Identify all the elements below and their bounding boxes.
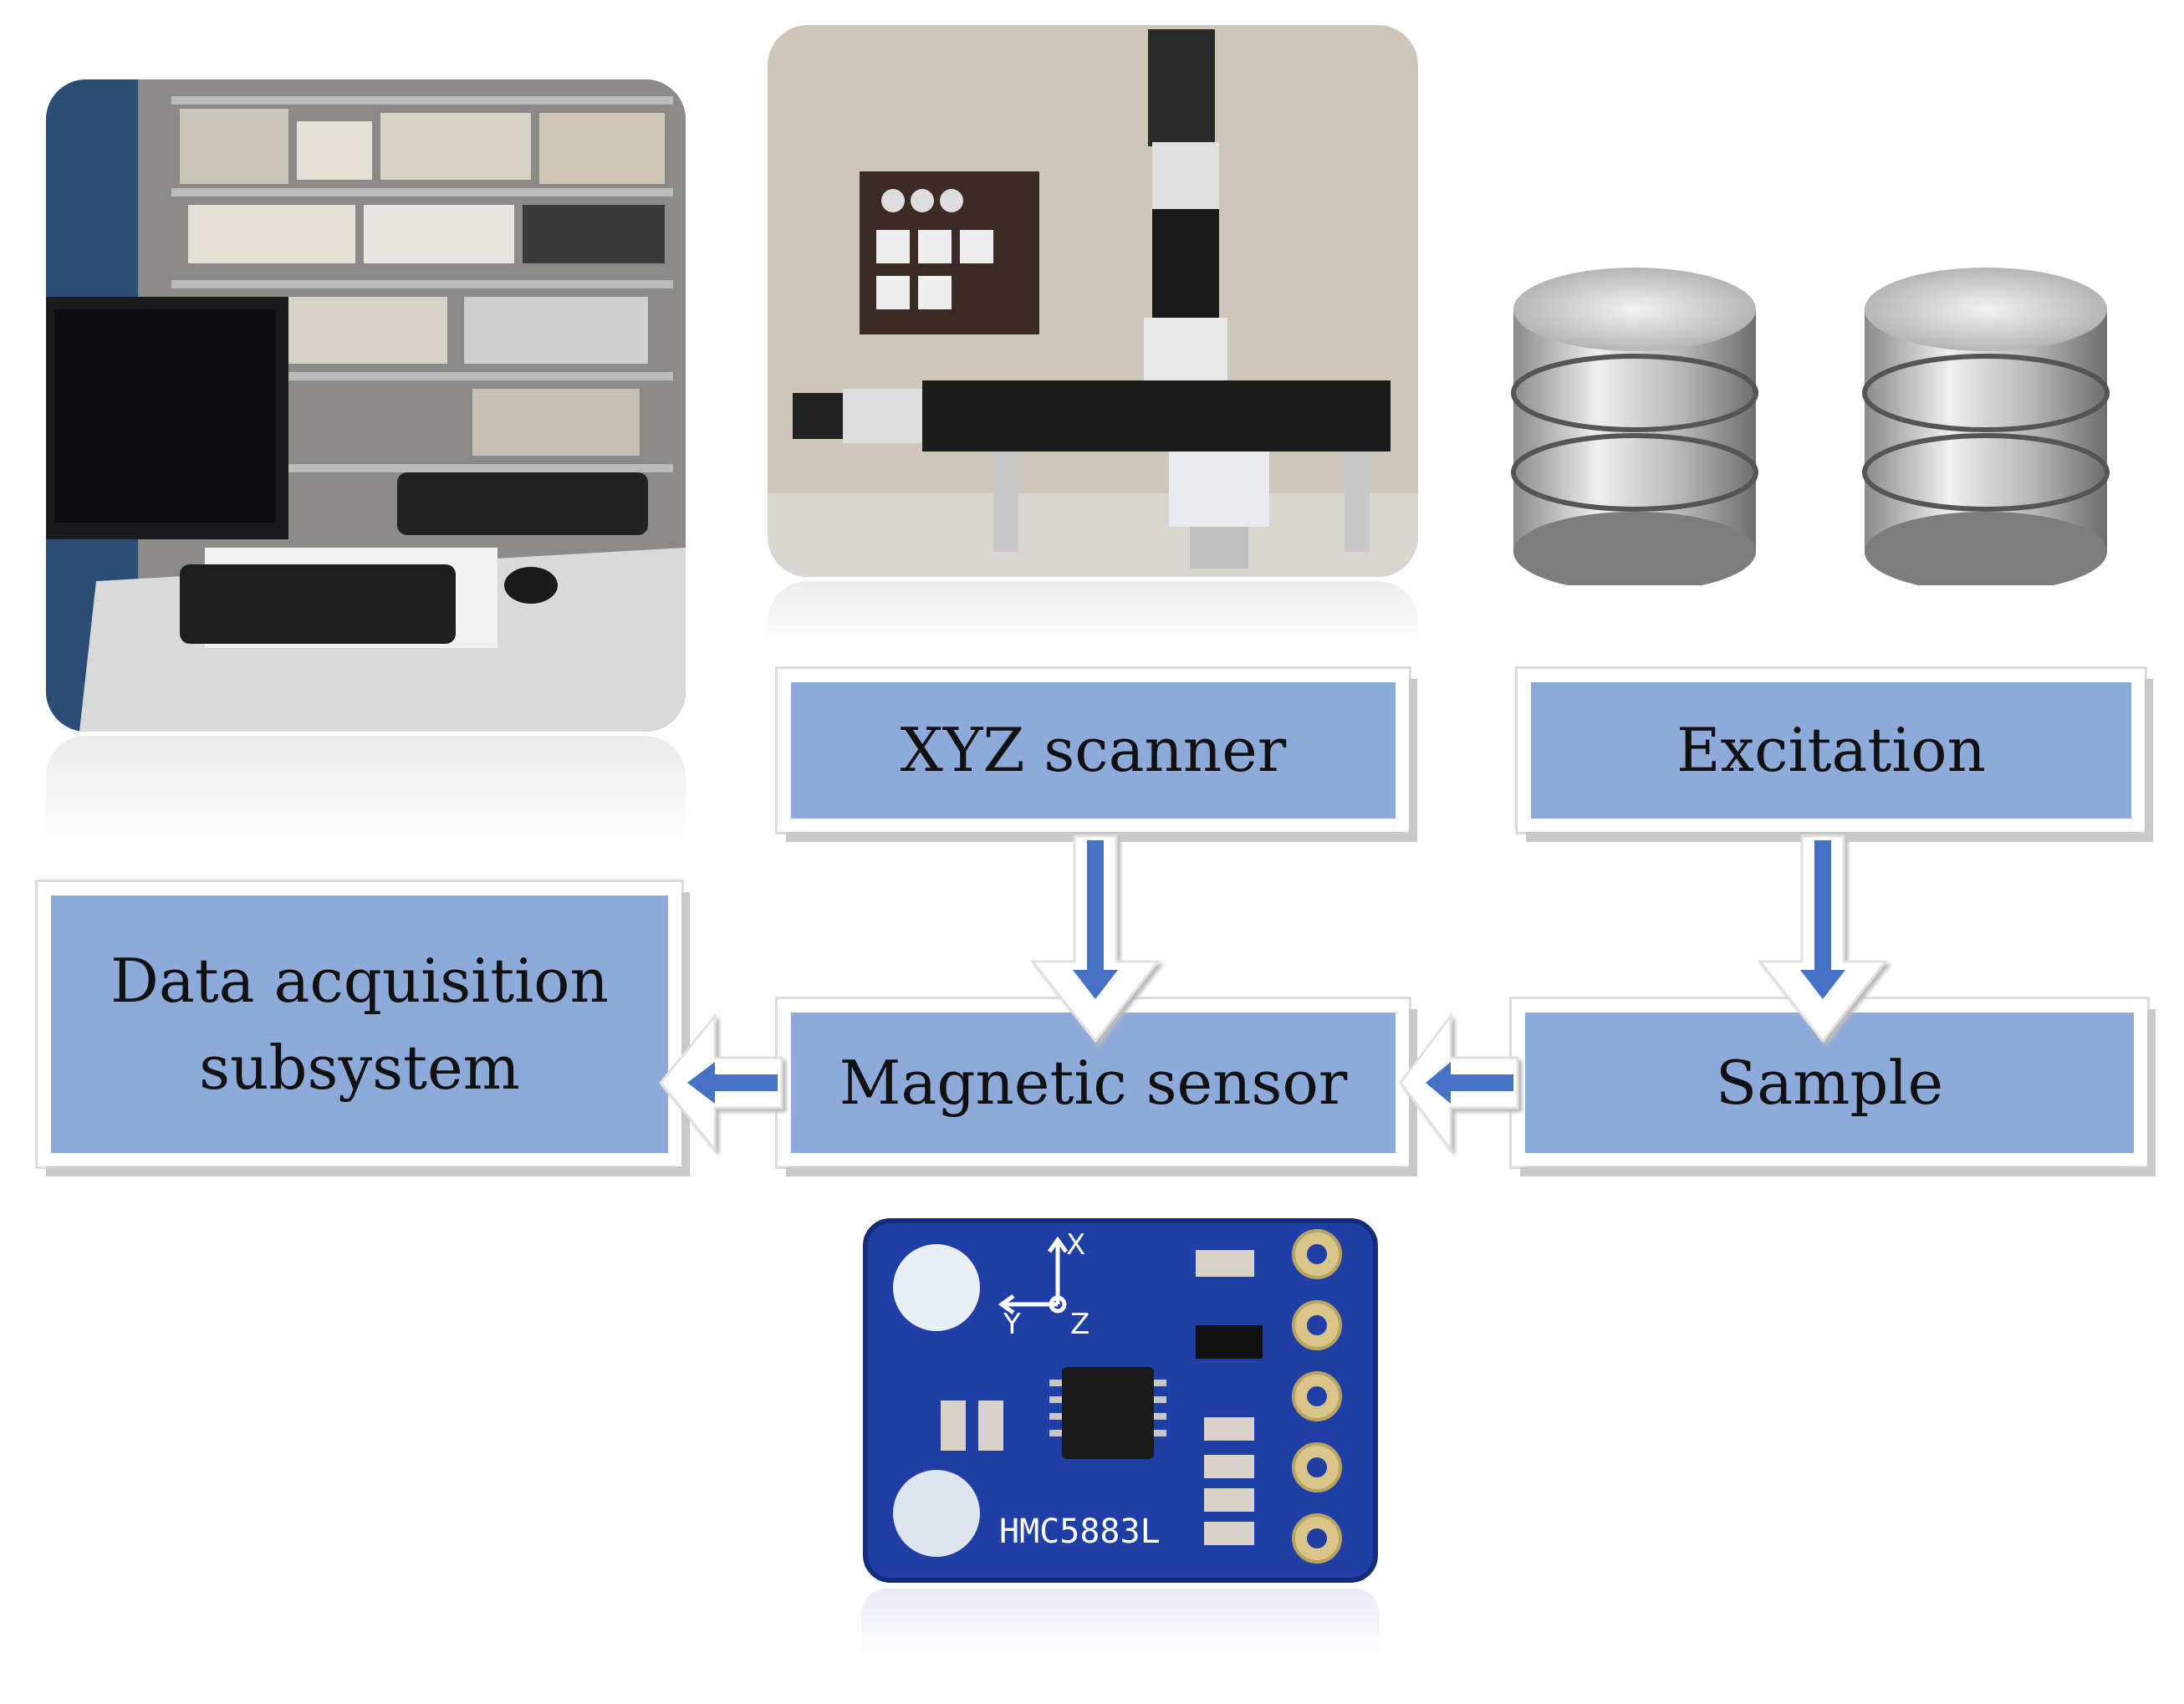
magnet-stack-right bbox=[1862, 268, 2110, 585]
arrow-sensor-to-daq bbox=[659, 1012, 783, 1154]
arrow-xyz-to-sensor bbox=[1029, 834, 1161, 1043]
axes-glyph bbox=[998, 1236, 1069, 1315]
xyz-scanner-photo bbox=[768, 25, 1418, 577]
daq-lab-photo bbox=[46, 79, 686, 732]
sensor-board-photo: X Y Z HMC5883L bbox=[861, 1217, 1380, 1584]
axis-y-label: Y bbox=[1003, 1308, 1021, 1341]
daq-lab-photo-reflection bbox=[46, 736, 686, 895]
xyz-scanner-label: XYZ scanner bbox=[900, 715, 1287, 786]
arrow-excitation-to-sample bbox=[1757, 834, 1889, 1043]
sample-label: Sample bbox=[1715, 1047, 1944, 1118]
axis-z-label: Z bbox=[1070, 1308, 1089, 1341]
data-acquisition-box: Data acquisition subsystem bbox=[38, 882, 681, 1166]
excitation-label: Excitation bbox=[1676, 715, 1987, 786]
arrow-sample-to-sensor bbox=[1399, 1012, 1519, 1154]
magnets-photo bbox=[1497, 251, 2141, 585]
magnet-stack-left bbox=[1511, 268, 1758, 585]
data-acquisition-label-line1: Data acquisition bbox=[110, 945, 609, 1016]
magnetic-sensor-label: Magnetic sensor bbox=[839, 1047, 1348, 1118]
sensor-board-reflection bbox=[861, 1589, 1380, 1689]
data-acquisition-label-line2: subsystem bbox=[199, 1033, 520, 1103]
chip-model-label: HMC5883L bbox=[999, 1513, 1161, 1551]
excitation-box: Excitation bbox=[1518, 669, 2145, 832]
xyz-scanner-photo-reflection bbox=[768, 581, 1418, 673]
xyz-scanner-box: XYZ scanner bbox=[778, 669, 1409, 832]
axis-x-label: X bbox=[1066, 1228, 1085, 1262]
